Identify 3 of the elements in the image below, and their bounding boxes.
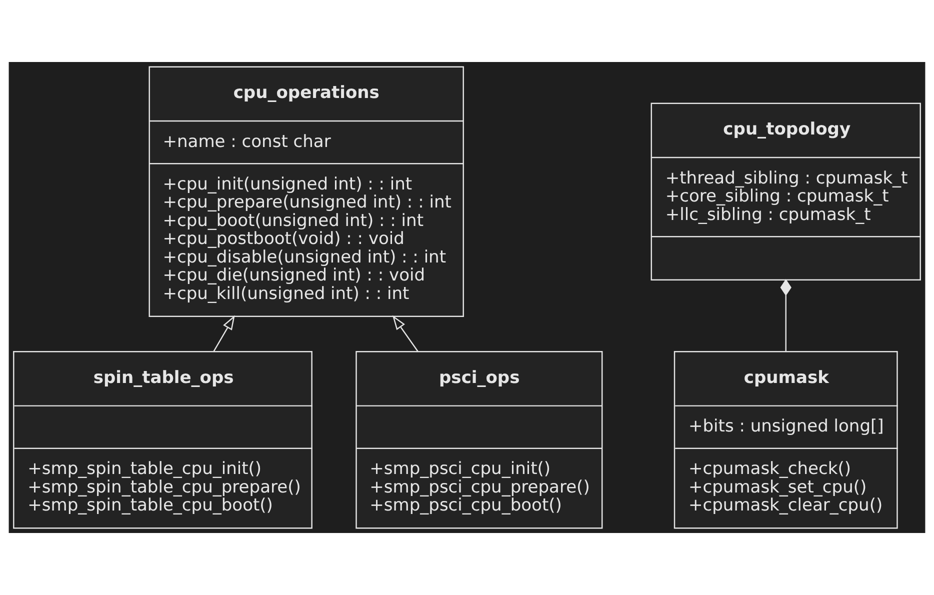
arrow xyxy=(213,315,235,352)
arrow xyxy=(392,315,418,352)
connector xyxy=(780,279,792,352)
